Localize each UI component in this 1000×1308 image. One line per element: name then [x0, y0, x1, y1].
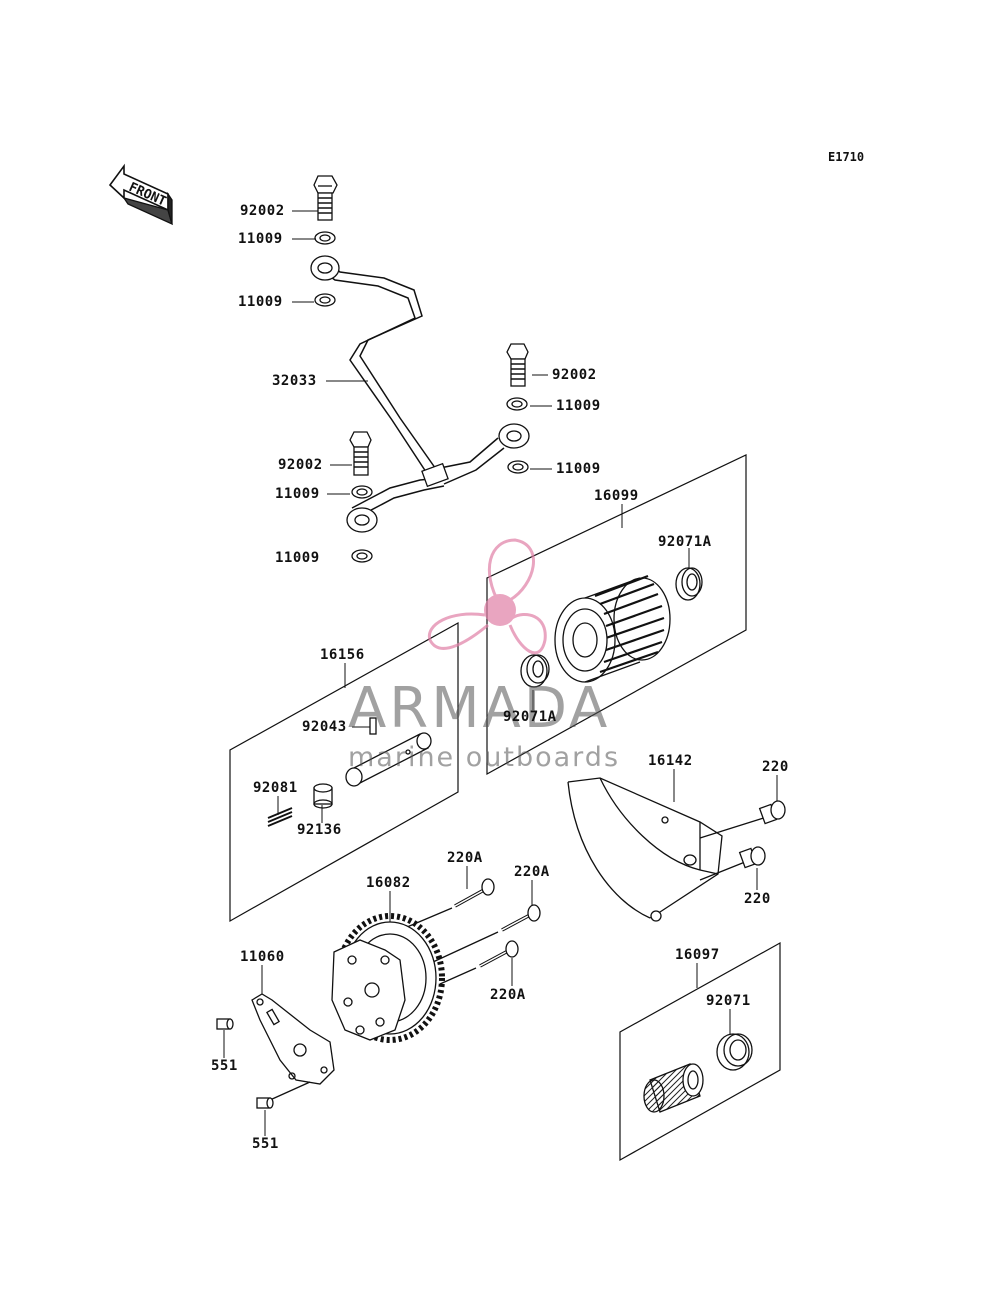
part-label-11009[interactable]: 11009 [275, 486, 320, 502]
part-label-92002[interactable]: 92002 [240, 203, 285, 219]
part-label-220[interactable]: 220 [762, 759, 789, 775]
armada-logo [427, 538, 547, 655]
bolt-220a-1 [399, 878, 495, 931]
leader-lines [223, 210, 778, 1136]
part-label-11060[interactable]: 11060 [240, 949, 285, 965]
washer-2 [314, 293, 336, 307]
part-label-92002[interactable]: 92002 [278, 457, 323, 473]
oil-filter [554, 574, 671, 683]
dowel-551-upper [216, 1018, 234, 1030]
sleeve-92136 [313, 783, 333, 809]
oil-strainer [643, 1063, 704, 1113]
part-label-92071[interactable]: 92071 [706, 993, 751, 1009]
o-ring-92071 [716, 1033, 753, 1071]
o-ring-92071a-bottom [520, 654, 550, 688]
part-label-220a[interactable]: 220A [514, 864, 550, 880]
pump-gasket [251, 993, 335, 1085]
diagram-code: E1710 [828, 150, 865, 164]
spring-92081 [267, 807, 293, 827]
part-label-92002[interactable]: 92002 [552, 367, 597, 383]
part-label-11009[interactable]: 11009 [556, 461, 601, 477]
part-label-92081[interactable]: 92081 [253, 780, 298, 796]
filter-group-box [486, 454, 747, 776]
washer-1 [314, 231, 336, 245]
part-label-11009[interactable]: 11009 [275, 550, 320, 566]
oil-pan-cover [567, 777, 723, 922]
part-label-92071a[interactable]: 92071A [658, 534, 712, 550]
relief-valve-box [229, 621, 459, 923]
part-label-92071a[interactable]: 92071A [503, 709, 557, 725]
o-ring-92071a-top [675, 567, 703, 601]
part-label-220a[interactable]: 220A [447, 850, 483, 866]
bolt-220-lower [699, 846, 766, 881]
part-label-220a[interactable]: 220A [490, 987, 526, 1003]
part-label-220[interactable]: 220 [744, 891, 771, 907]
part-label-16082[interactable]: 16082 [366, 875, 411, 891]
banjo-bolt-left [349, 431, 372, 476]
part-label-16142[interactable]: 16142 [648, 753, 693, 769]
bolt-220a-3 [439, 940, 519, 985]
watermark-brand: ARMADA [348, 676, 611, 741]
part-label-16099[interactable]: 16099 [594, 488, 639, 504]
part-label-11009[interactable]: 11009 [556, 398, 601, 414]
dowel-551-lower [256, 1081, 311, 1109]
part-label-11009[interactable]: 11009 [238, 231, 283, 247]
oil-pump [331, 913, 445, 1043]
strainer-box [619, 941, 781, 1162]
bolt-220-upper [699, 800, 786, 839]
part-label-32033[interactable]: 32033 [272, 373, 317, 389]
banjo-bolt-right [506, 343, 529, 387]
part-label-11009[interactable]: 11009 [238, 294, 283, 310]
front-arrow-icon [108, 163, 174, 226]
part-label-92136[interactable]: 92136 [297, 822, 342, 838]
watermark-tagline: marine outboards [348, 742, 621, 773]
part-label-551[interactable]: 551 [252, 1136, 279, 1152]
pin-92043 [369, 717, 377, 735]
part-label-92043[interactable]: 92043 [302, 719, 347, 735]
oil-pipe [310, 255, 530, 533]
banjo-bolt-top [313, 175, 338, 221]
part-label-16097[interactable]: 16097 [675, 947, 720, 963]
part-label-551[interactable]: 551 [211, 1058, 238, 1074]
relief-valve [345, 732, 432, 787]
part-label-16156[interactable]: 16156 [320, 647, 365, 663]
